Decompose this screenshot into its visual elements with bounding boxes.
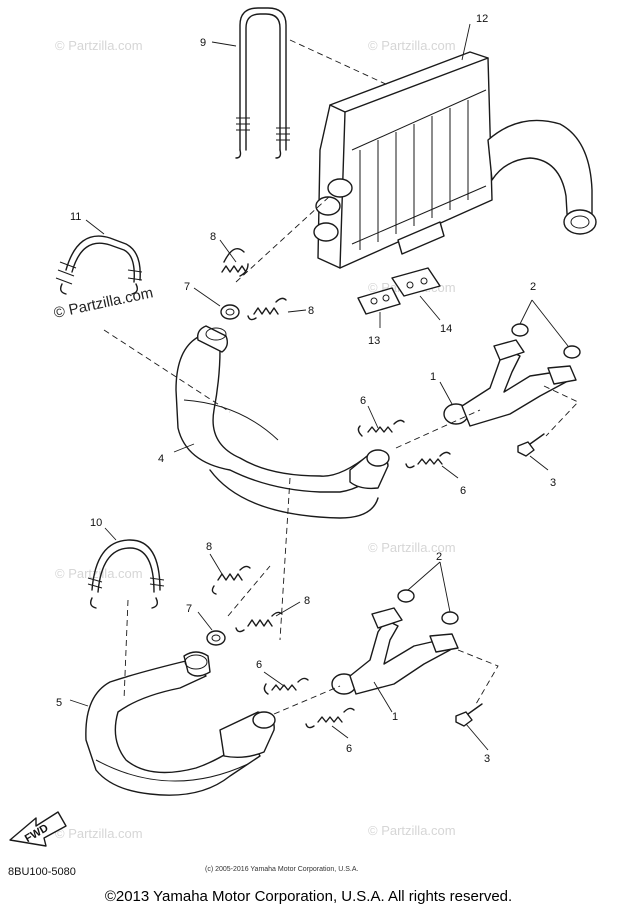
- callout-8: 8: [308, 305, 314, 317]
- callout-9: 9: [200, 37, 206, 49]
- callout-6: 6: [346, 743, 352, 755]
- watermark: © Partzilla.com: [368, 540, 456, 555]
- callout-7: 7: [186, 603, 192, 615]
- part-3-bolt: [455, 703, 483, 727]
- part-13-bracket: [357, 287, 401, 315]
- part-6-spring: [405, 451, 451, 469]
- part-5-exhaust-pipe: [85, 651, 276, 796]
- part-3-bolt: [517, 433, 545, 457]
- part-9-spring: [235, 7, 290, 159]
- callout-6: 6: [360, 395, 366, 407]
- watermark: © Partzilla.com: [55, 566, 143, 581]
- part-1-manifold: [443, 339, 577, 427]
- callout-4: 4: [158, 453, 164, 465]
- part-4-exhaust-pipe: [175, 325, 390, 519]
- part-14-bracket: [391, 267, 441, 297]
- leader-lines: [69, 23, 569, 751]
- part-6-spring: [357, 419, 405, 437]
- callout-1: 1: [430, 371, 436, 383]
- callout-6: 6: [256, 659, 262, 671]
- assembly-lines: [103, 39, 579, 715]
- part-8-spring: [221, 248, 249, 277]
- callout-1: 1: [392, 711, 398, 723]
- watermark: © Partzilla.com: [55, 826, 143, 841]
- callout-10: 10: [90, 517, 102, 529]
- callout-3: 3: [550, 477, 556, 489]
- callout-labels: 9 12 11 8 7 8 13 14 2 1 6 4 6 3 10 8 7 8…: [56, 13, 556, 765]
- part-11-spring: [55, 235, 143, 295]
- callout-14: 14: [440, 323, 452, 335]
- callout-8: 8: [210, 231, 216, 243]
- part-7-gasket: [220, 304, 240, 320]
- part-8-spring: [211, 565, 251, 595]
- callout-8: 8: [206, 541, 212, 553]
- watermark: © Partzilla.com: [368, 823, 456, 838]
- callout-7: 7: [184, 281, 190, 293]
- part-8-spring: [247, 297, 287, 321]
- part-6-spring: [305, 707, 355, 729]
- callout-11: 11: [70, 211, 81, 223]
- part-12-muffler: [313, 51, 597, 269]
- part-7-gasket: [206, 630, 226, 646]
- watermark: © Partzilla.com: [368, 38, 456, 53]
- part-2-gasket: [397, 589, 459, 625]
- part-10-spring: [87, 539, 165, 609]
- part-8-spring: [235, 611, 283, 633]
- part-2-gasket: [511, 323, 581, 359]
- callout-2: 2: [436, 551, 442, 563]
- diagram-code: 8BU100-5080: [8, 866, 76, 878]
- small-copyright: (c) 2005-2016 Yamaha Motor Corporation, …: [205, 866, 359, 873]
- callout-12: 12: [476, 13, 488, 25]
- callout-6: 6: [460, 485, 466, 497]
- watermark: © Partzilla.com: [52, 284, 154, 322]
- callout-3: 3: [484, 753, 490, 765]
- callout-8: 8: [304, 595, 310, 607]
- callout-5: 5: [56, 697, 62, 709]
- callout-13: 13: [368, 335, 380, 347]
- forward-arrow-icon: FWD: [9, 811, 67, 847]
- part-6-spring: [263, 677, 309, 695]
- callout-2: 2: [530, 281, 536, 293]
- watermark: © Partzilla.com: [55, 38, 143, 53]
- part-1-manifold: [331, 607, 459, 695]
- copyright-notice: ©2013 Yamaha Motor Corporation, U.S.A. A…: [104, 888, 513, 905]
